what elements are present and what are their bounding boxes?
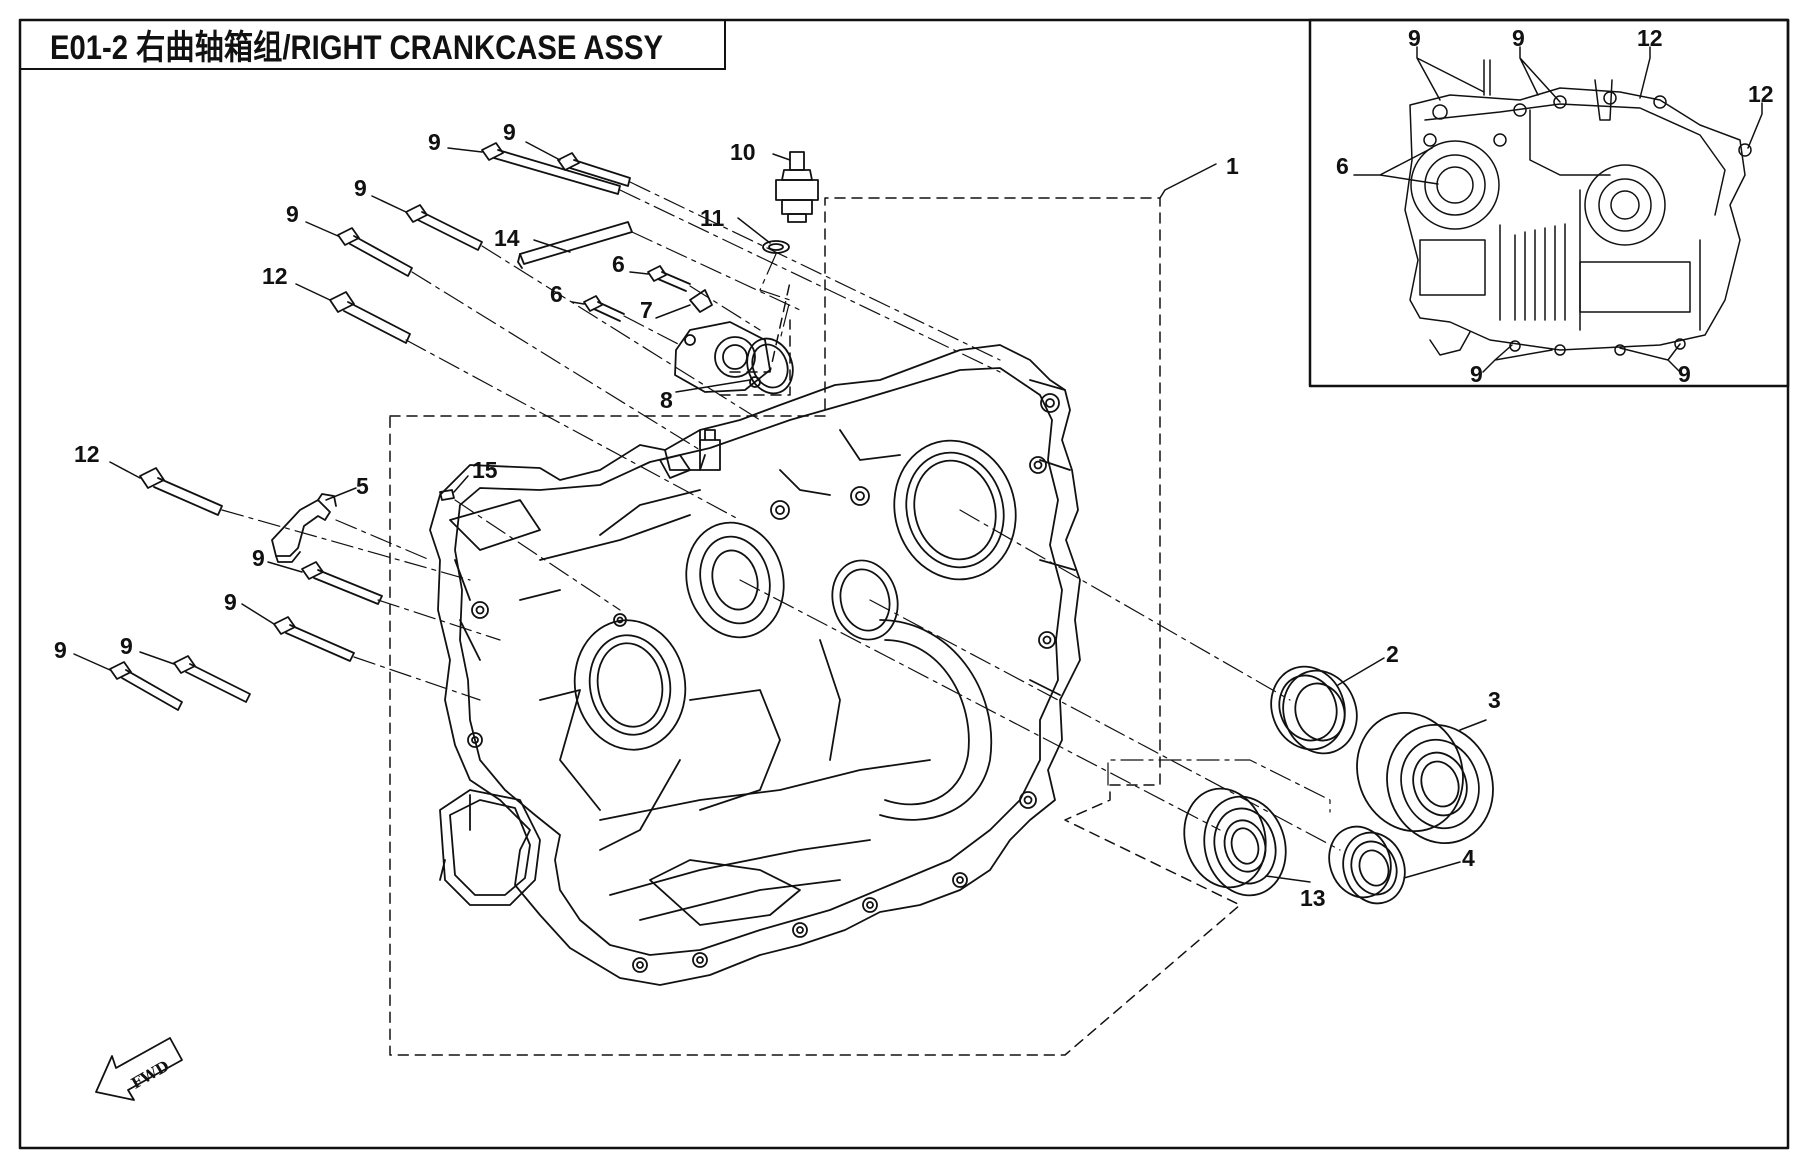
bolt-9-top-d — [337, 227, 413, 277]
callout-13: 13 — [1300, 885, 1326, 911]
inset-callout-9-c: 9 — [1470, 361, 1483, 387]
callout-3: 3 — [1488, 687, 1501, 713]
callout-leader-lines — [73, 141, 1487, 883]
callout-9-top-b: 9 — [428, 129, 441, 155]
oil-seal-2 — [1270, 665, 1358, 755]
bolt-9-left-d — [109, 661, 183, 711]
callout-11: 11 — [700, 205, 725, 231]
bolt-6-a — [647, 265, 691, 292]
bolt-9-top-a — [481, 142, 621, 195]
inset-callout-9-d: 9 — [1678, 361, 1691, 387]
callout-6-b: 6 — [550, 281, 563, 307]
right-crankcase-drawing — [429, 344, 1081, 986]
bolt-9-left-a — [301, 561, 383, 605]
bolt-6-b — [583, 295, 625, 322]
outer-frame — [18, 18, 1790, 1150]
bolt-9-left-b — [273, 616, 355, 662]
title-box: E01-2 右曲轴箱组/RIGHT CRANKCASE ASSY — [20, 20, 726, 70]
callout-9-left-a: 9 — [252, 545, 265, 571]
callout-10: 10 — [730, 139, 756, 165]
callout-15: 15 — [472, 457, 498, 483]
callout-7: 7 — [640, 297, 653, 323]
page-title: E01-2 右曲轴箱组/RIGHT CRANKCASE ASSY — [50, 28, 664, 67]
inset-crankcase-drawing — [1404, 59, 1752, 356]
callout-1: 1 — [1226, 153, 1239, 179]
o-ring-8 — [746, 337, 794, 395]
bolt-9-top-c — [405, 204, 483, 251]
assembly-dashed-outline — [389, 197, 1241, 1056]
callout-4: 4 — [1462, 845, 1475, 871]
callout-5: 5 — [356, 473, 369, 499]
inset-callout-6: 6 — [1336, 153, 1349, 179]
inset-leader-lines — [1353, 46, 1763, 373]
inset-callout-12-a: 12 — [1637, 25, 1663, 51]
inset-callout-12-b: 12 — [1748, 81, 1774, 107]
fwd-label: FWD — [128, 1057, 172, 1093]
inset-frame — [1308, 18, 1790, 388]
bracket-5 — [271, 493, 337, 563]
callout-9-left-d: 9 — [54, 637, 67, 663]
bolt-9-top-b — [557, 152, 631, 187]
callout-6-a: 6 — [612, 251, 625, 277]
inset-callout-9-a: 9 — [1408, 25, 1421, 51]
callout-2: 2 — [1386, 641, 1399, 667]
inset-callout-9-b: 9 — [1512, 25, 1525, 51]
callout-labels: 9 9 10 1 9 9 11 14 6 12 6 7 8 12 15 5 9 … — [54, 119, 1501, 911]
callout-8: 8 — [660, 387, 673, 413]
fwd-arrow: FWD — [95, 1037, 183, 1101]
callout-9-top-c: 9 — [354, 175, 367, 201]
bearing-3 — [1356, 711, 1494, 845]
callout-12-top: 12 — [262, 263, 288, 289]
bolt-12-top — [329, 291, 411, 344]
callout-9-top-d: 9 — [286, 201, 299, 227]
callout-9-left-c: 9 — [120, 633, 133, 659]
callout-9-left-b: 9 — [224, 589, 237, 615]
bolt-9-left-c — [173, 655, 251, 703]
callout-12-left: 12 — [74, 441, 100, 467]
bolt-12-left — [139, 467, 223, 516]
bearing-13 — [1183, 787, 1287, 897]
assembly-lines — [221, 181, 1341, 851]
callout-14: 14 — [494, 225, 520, 251]
washer-11 — [762, 240, 790, 254]
bolt-parts — [109, 142, 691, 711]
inset-view: 9 9 12 12 6 9 9 — [1308, 18, 1790, 388]
bearing-4 — [1328, 825, 1406, 905]
callout-9-top-a: 9 — [503, 119, 516, 145]
sensor-10 — [775, 151, 819, 223]
